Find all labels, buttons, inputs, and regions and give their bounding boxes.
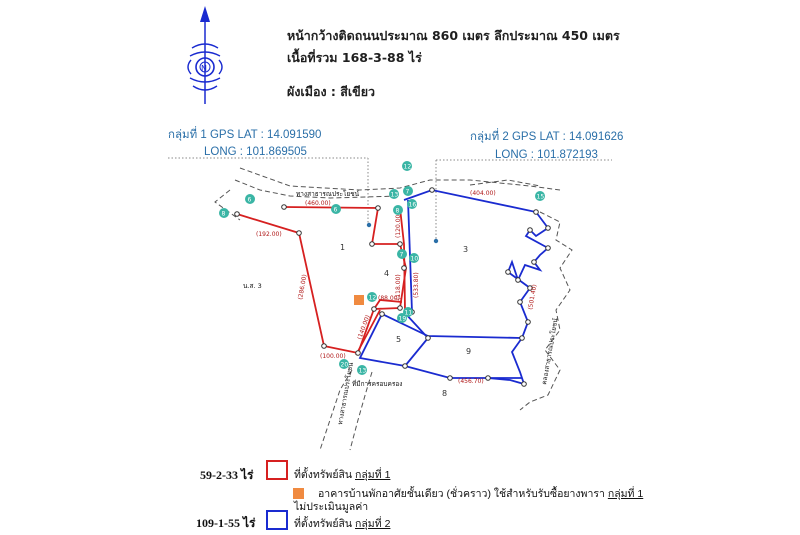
dimension-label: (533.80) (413, 272, 420, 298)
map-marker: 15 (537, 194, 545, 201)
map-marker: 13 (359, 368, 367, 375)
gps-group2-lat: กลุ่มที่ 2 GPS LAT : 14.091626 (470, 131, 624, 143)
compass-letter: N (201, 64, 207, 73)
gps-group1-lat: กลุ่มที่ 1 GPS LAT : 14.091590 (168, 129, 322, 141)
frontage-text: หน้ากว้างติดถนนประมาณ 860 เมตร ลึกประมาณ… (287, 28, 620, 43)
dimension-label: (286.00) (297, 274, 308, 301)
dimension-label: (120.00) (395, 212, 402, 238)
dimension-label: (118.00) (395, 274, 402, 300)
map-marker: 11 (405, 310, 413, 317)
plot-number: 4 (384, 269, 389, 278)
total-area-text: เนื้อที่รวม 168-3-88 ไร่ (287, 50, 422, 65)
group2-legend-swatch (266, 510, 288, 530)
group1-legend-label: ที่ตั้งทรัพย์สิน กลุ่มที่ 1 (294, 469, 391, 481)
dimension-label: (192.00) (256, 231, 282, 238)
map-marker: 13 (391, 192, 399, 199)
ns3-label: น.ส. 3 (243, 282, 262, 290)
building-note: ไม่ประเมินมูลค่า (294, 501, 369, 513)
plot-number: 8 (442, 389, 447, 398)
canal-label: คลองสาธารณประโยชน์ (540, 317, 560, 385)
public-road-label: ทางสาธารณประโยชน์ (296, 190, 360, 198)
map-marker: 12 (369, 295, 377, 302)
dimension-label: (88.00) (378, 295, 400, 302)
building-legend-label: อาคารบ้านพักอาศัยชั้นเดียว (ชั่วคราว) ใช… (318, 488, 644, 500)
map-marker: 8 (396, 208, 400, 215)
map-marker: 10 (411, 256, 419, 263)
group2-legend-label: ที่ตั้งทรัพย์สิน กลุ่มที่ 2 (294, 518, 391, 530)
zoning-text: ผังเมือง : สีเขียว (287, 84, 376, 99)
dimension-label: (456.70) (458, 378, 484, 385)
dimension-label: (501.40) (527, 284, 538, 311)
map-marker: 6 (248, 197, 252, 204)
map-marker: 7 (406, 189, 410, 196)
plot-number: 3 (463, 245, 468, 254)
group1-legend-swatch (266, 460, 288, 480)
group1-area: 59-2-33 ไร่ (200, 468, 254, 482)
plot-number: 5 (396, 335, 401, 344)
map-marker: 20 (341, 362, 349, 369)
map-marker: 6 (334, 207, 338, 214)
map-marker: 7 (400, 252, 404, 259)
group2-boundary (358, 189, 550, 386)
group2-area: 109-1-55 ไร่ (196, 516, 256, 530)
map-marker: 8 (222, 211, 226, 218)
map-marker: 19 (399, 316, 407, 323)
dimension-label: (140.00) (356, 314, 371, 341)
building-marker (354, 295, 364, 305)
group1-boundary (236, 206, 407, 356)
occupied-label: ที่มีการครอบครอง (352, 379, 402, 388)
plot-number: 9 (466, 347, 471, 356)
gps-group2-long: LONG : 101.872193 (495, 149, 598, 161)
building-legend-swatch (293, 488, 304, 499)
dimension-label: (460.00) (305, 200, 331, 207)
plot-number: 1 (340, 243, 345, 252)
north-arrow-icon (187, 6, 223, 104)
dimension-label: (404.00) (470, 190, 496, 197)
gps-group1-long: LONG : 101.869505 (204, 146, 307, 158)
map-marker: 12 (404, 164, 412, 171)
dimension-label: (100.00) (320, 353, 346, 360)
map-marker: 16 (409, 202, 417, 209)
